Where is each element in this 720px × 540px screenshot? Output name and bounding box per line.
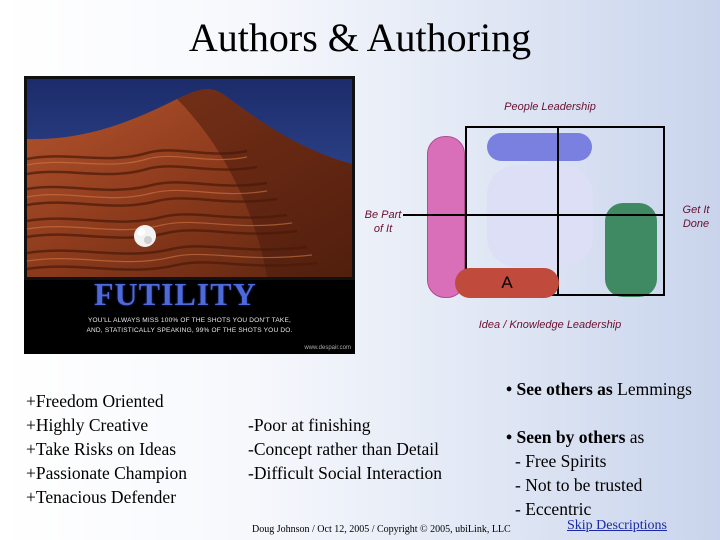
futility-poster: FUTILITY You'll Always Miss 100% of the … <box>24 76 355 354</box>
grid-vertical-center <box>557 126 559 296</box>
poster-caption-line-2: and, Statistically Speaking, 99% of the … <box>86 327 293 334</box>
grid-left <box>465 126 467 296</box>
strength-item: +Highly Creative <box>26 415 149 435</box>
see-others-bullet: • See others as Lemmings <box>506 377 692 401</box>
desert-dune-photo <box>27 79 352 277</box>
grid-right <box>663 126 665 296</box>
weakness-item: -Concept rather than Detail <box>248 439 439 459</box>
poster-site: www.despair.com <box>304 345 351 351</box>
label-get-it-done-line-1: Get It <box>682 204 710 216</box>
label-be-part-of-it-line-1: Be Part <box>364 209 402 221</box>
label-get-it-done-line-2: Done <box>682 218 710 230</box>
seen-by-others-prefix: • Seen by others <box>506 427 626 447</box>
poster-caption: You'll Always Miss 100% of the Shots You… <box>24 316 355 336</box>
poster-headline: FUTILITY <box>94 276 257 312</box>
label-get-it-done: Get It Done <box>671 203 720 231</box>
grid-horizontal-center <box>403 214 665 216</box>
label-be-part-of-it: Be Part of It <box>357 208 409 236</box>
strength-item: +Tenacious Defender <box>26 487 177 507</box>
get-it-done-shape <box>605 203 657 297</box>
weaknesses-list: -Poor at finishing -Concept rather than … <box>248 413 442 485</box>
center-shape <box>487 165 593 267</box>
strength-item: +Take Risks on Ideas <box>26 439 177 459</box>
strength-item: +Passionate Champion <box>26 463 188 483</box>
leadership-quadrant-diagram: People Leadership Be Part of It Get It D… <box>355 88 720 338</box>
grid-bottom <box>465 294 665 296</box>
label-be-part-of-it-line-2: of It <box>373 223 393 235</box>
author-marker: A <box>455 268 559 298</box>
poster-caption-line-1: You'll Always Miss 100% of the Shots You… <box>87 317 291 324</box>
perception-item: - Not to be trusted <box>515 475 643 495</box>
weakness-item: -Difficult Social Interaction <box>248 463 443 483</box>
strength-item: +Freedom Oriented <box>26 391 164 411</box>
perception-item: - Free Spirits <box>515 451 607 471</box>
weakness-item: -Poor at finishing <box>248 415 371 435</box>
seen-by-others-suffix: as <box>625 427 645 447</box>
spacer <box>506 401 692 425</box>
be-part-of-it-shape <box>427 136 465 298</box>
perception-item: - Eccentric <box>515 499 592 519</box>
slide-footer: Doug Johnson / Oct 12, 2005 / Copyright … <box>252 524 511 535</box>
label-idea-knowledge-leadership: Idea / Knowledge Leadership <box>478 319 622 331</box>
skip-descriptions-link[interactable]: Skip Descriptions <box>567 518 667 533</box>
perception-list: • See others as Lemmings • Seen by other… <box>506 377 692 521</box>
seen-by-others-bullet: • Seen by others as <box>506 425 692 449</box>
see-others-prefix: • See others as <box>506 379 613 399</box>
poster-frame <box>24 76 355 280</box>
see-others-suffix: Lemmings <box>612 379 692 399</box>
people-leadership-shape <box>487 133 592 161</box>
grid-top <box>465 126 665 128</box>
strengths-list: +Freedom Oriented +Highly Creative +Take… <box>26 389 187 509</box>
slide-title: Authors & Authoring <box>188 15 532 60</box>
label-people-leadership: People Leadership <box>504 101 596 113</box>
